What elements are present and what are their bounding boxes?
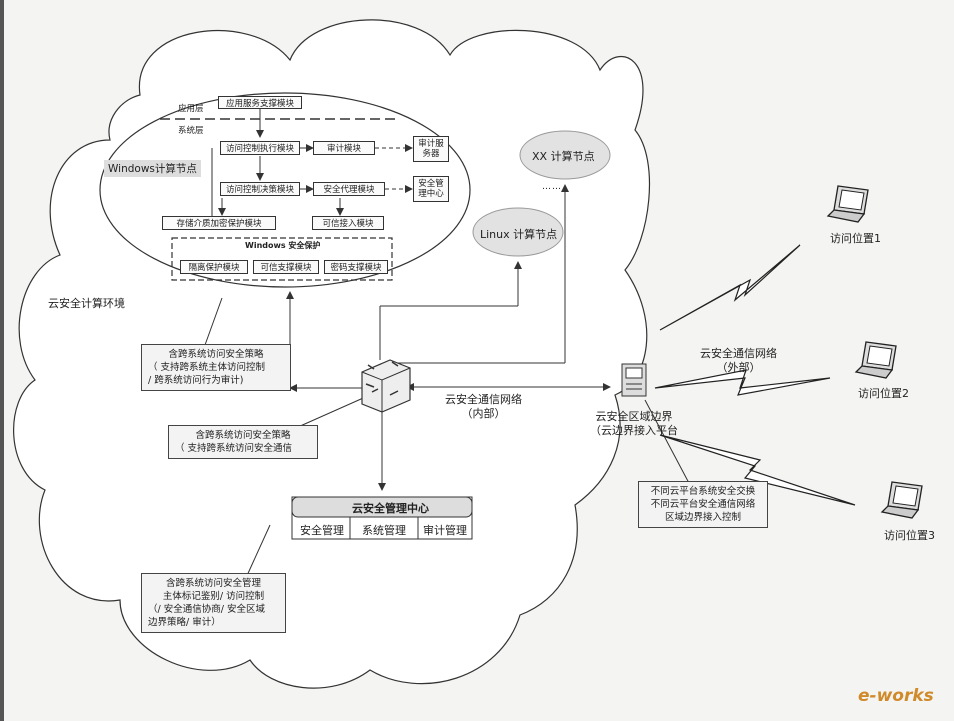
crypto-support-module: 密码支撑模块 <box>324 260 388 274</box>
mgmt-item-system: 系统管理 <box>362 524 406 537</box>
laptop-icon <box>826 185 869 223</box>
access-decision-module: 访问控制决策模块 <box>220 182 300 196</box>
system-layer-label: 系统层 <box>178 126 204 136</box>
policy-note-boundary: 不同云平台系统安全交换 不同云平台安全通信网络 区域边界接入控制 <box>638 481 768 528</box>
access-location-1: 访问位置1 <box>830 232 881 245</box>
external-comm-network-label: 云安全通信网络（外部） <box>700 347 777 374</box>
lightning-bolts <box>654 244 856 506</box>
ellipsis-label: …… <box>542 182 562 192</box>
xx-node-ellipse <box>519 130 611 180</box>
mgmt-item-audit: 审计管理 <box>423 524 467 537</box>
laptop-icon <box>854 341 897 379</box>
storage-encrypt-module: 存储介质加密保护模块 <box>162 216 276 230</box>
trusted-access-module: 可信接入模块 <box>312 216 384 230</box>
trusted-support-module: 可信支撑模块 <box>253 260 319 274</box>
boundary-device-icon <box>621 363 647 397</box>
windows-security-title: Windows 安全保护 <box>245 241 321 250</box>
access-exec-module: 访问控制执行模块 <box>220 141 300 155</box>
mgmt-center-title: 云安全管理中心 <box>352 502 429 515</box>
access-location-3: 访问位置3 <box>884 529 935 542</box>
lightning-bolt-3 <box>659 434 856 506</box>
audit-module: 审计模块 <box>313 141 375 155</box>
audit-server: 审计服务器 <box>413 136 449 162</box>
boundary-label: 云安全区域边界（云边界接入平台 <box>590 410 678 437</box>
lightning-bolt-2 <box>654 369 831 396</box>
security-mgmt-center-local: 安全管理中心 <box>413 176 449 202</box>
policy-note-management: 含跨系统访问安全管理 主体标记鉴别/ 访问控制 （/ 安全通信协商/ 安全区域 … <box>141 573 286 633</box>
switch-icon <box>361 359 411 413</box>
isolation-module: 隔离保护模块 <box>180 260 248 274</box>
mgmt-center-header <box>291 496 473 518</box>
access-location-2: 访问位置2 <box>858 387 909 400</box>
eworks-logo: e-works <box>858 686 934 706</box>
windows-node-label: Windows计算节点 <box>104 160 201 177</box>
cloud-env-label: 云安全计算环境 <box>48 297 125 310</box>
left-border <box>0 0 4 721</box>
mgmt-item-security: 安全管理 <box>300 524 344 537</box>
lightning-bolt-1 <box>659 244 801 331</box>
internal-comm-network-label: 云安全通信网络（内部） <box>445 393 522 420</box>
policy-note-communication: 含跨系统访问安全策略 （ 支持跨系统访问安全通信 <box>168 425 318 459</box>
windows-security-box <box>171 237 393 281</box>
xx-node-label: XX 计算节点 <box>532 150 595 163</box>
app-support-module: 应用服务支撑模块 <box>218 96 302 109</box>
module-arrows <box>211 108 413 224</box>
laptop-icon <box>880 481 923 519</box>
linux-node-ellipse <box>472 207 564 257</box>
app-layer-label: 应用层 <box>178 104 204 114</box>
linux-node-label: Linux 计算节点 <box>480 228 558 241</box>
policy-note-environment: 含跨系统访问安全策略 （ 支持跨系统主体访问控制 / 跨系统访问行为审计) <box>141 344 291 391</box>
security-proxy-module: 安全代理模块 <box>313 182 385 196</box>
